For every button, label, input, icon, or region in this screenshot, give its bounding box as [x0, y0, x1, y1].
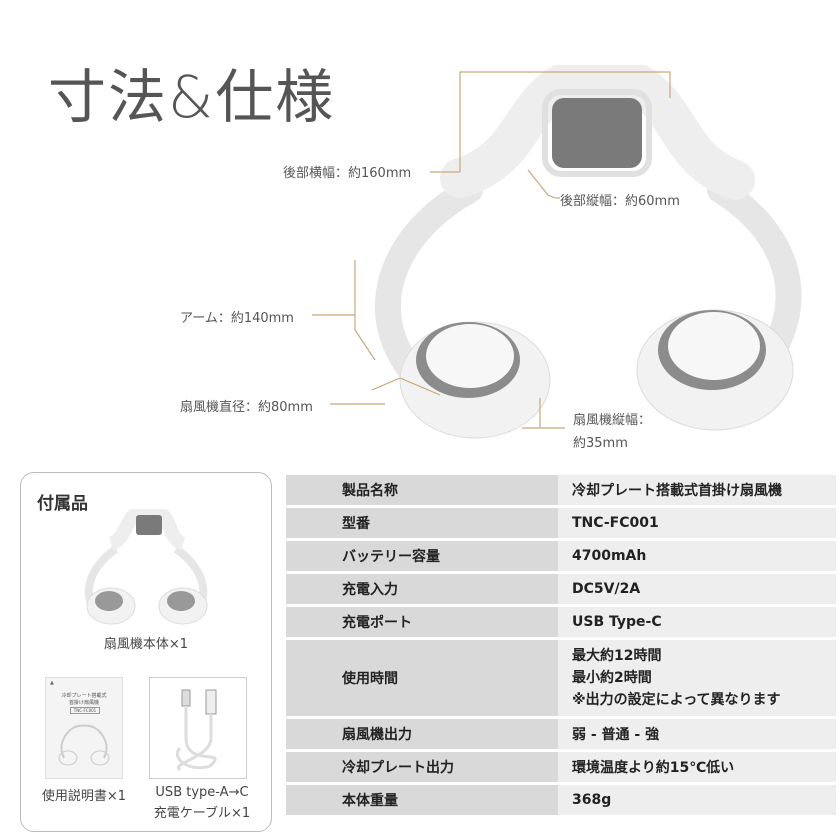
spec-value: 冷却プレート搭載式首掛け扇風機 [558, 475, 836, 505]
spec-value: DC5V/2A [558, 574, 836, 604]
dim-fan-height-1: 扇風機縦幅： [573, 413, 652, 428]
fan-body-image [84, 509, 208, 625]
spec-key: 充電入力 [286, 574, 558, 604]
dim-arm: アーム：約140mm [180, 311, 294, 326]
rear-width-line [459, 71, 671, 172]
cable-image [149, 677, 247, 779]
fan-body-caption: 扇風機本体×1 [103, 637, 189, 652]
spec-value: 環境温度より約15℃低い [558, 752, 836, 782]
accessories-panel: 付属品 扇風機本体×1 ▲ 冷却プレート搭載式 首掛け扇風機 TNC-FC001 [20, 472, 272, 832]
spec-key: 冷却プレート出力 [286, 752, 558, 782]
spec-value: USB Type-C [558, 607, 836, 637]
table-row: 製品名称冷却プレート搭載式首掛け扇風機 [286, 475, 836, 505]
spec-value: 最大約12時間 最小約2時間 ※出力の設定によって異なります [558, 640, 836, 716]
table-row: 使用時間 最大約12時間 最小約2時間 ※出力の設定によって異なります [286, 640, 836, 716]
spec-value: 4700mAh [558, 541, 836, 571]
page-title: 寸法&仕様 [48, 63, 336, 131]
spec-key: バッテリー容量 [286, 541, 558, 571]
spec-value: 368g [558, 785, 836, 815]
dim-rear-width: 後部横幅：約160mm [283, 166, 412, 181]
spec-key: 製品名称 [286, 475, 558, 505]
manual-caption: 使用説明書×1 [41, 789, 127, 804]
dim-fan-height-2: 約35mm [573, 436, 628, 451]
dim-rear-height: 後部縦幅：約60mm [560, 194, 680, 209]
accessories-title: 付属品 [37, 494, 88, 514]
cooling-plate [552, 98, 642, 168]
spec-key: 充電ポート [286, 607, 558, 637]
dim-fan-diameter: 扇風機直径：約80mm [180, 400, 313, 415]
spec-key: 型番 [286, 508, 558, 538]
spec-key: 使用時間 [286, 640, 558, 716]
rear-body [440, 65, 755, 200]
cable-caption-1: USB type-A→C [155, 785, 249, 800]
manual-image: ▲ 冷却プレート搭載式 首掛け扇風機 TNC-FC001 [45, 677, 123, 779]
table-row: 扇風機出力弱 - 普通 - 強 [286, 719, 836, 749]
cable-caption-2: 充電ケーブル×1 [153, 806, 251, 821]
table-row: 冷却プレート出力環境温度より約15℃低い [286, 752, 836, 782]
spec-key: 本体重量 [286, 785, 558, 815]
product-diagram [312, 65, 802, 439]
spec-value: TNC-FC001 [558, 508, 836, 538]
spec-key: 扇風機出力 [286, 719, 558, 749]
spec-value: 弱 - 普通 - 強 [558, 719, 836, 749]
